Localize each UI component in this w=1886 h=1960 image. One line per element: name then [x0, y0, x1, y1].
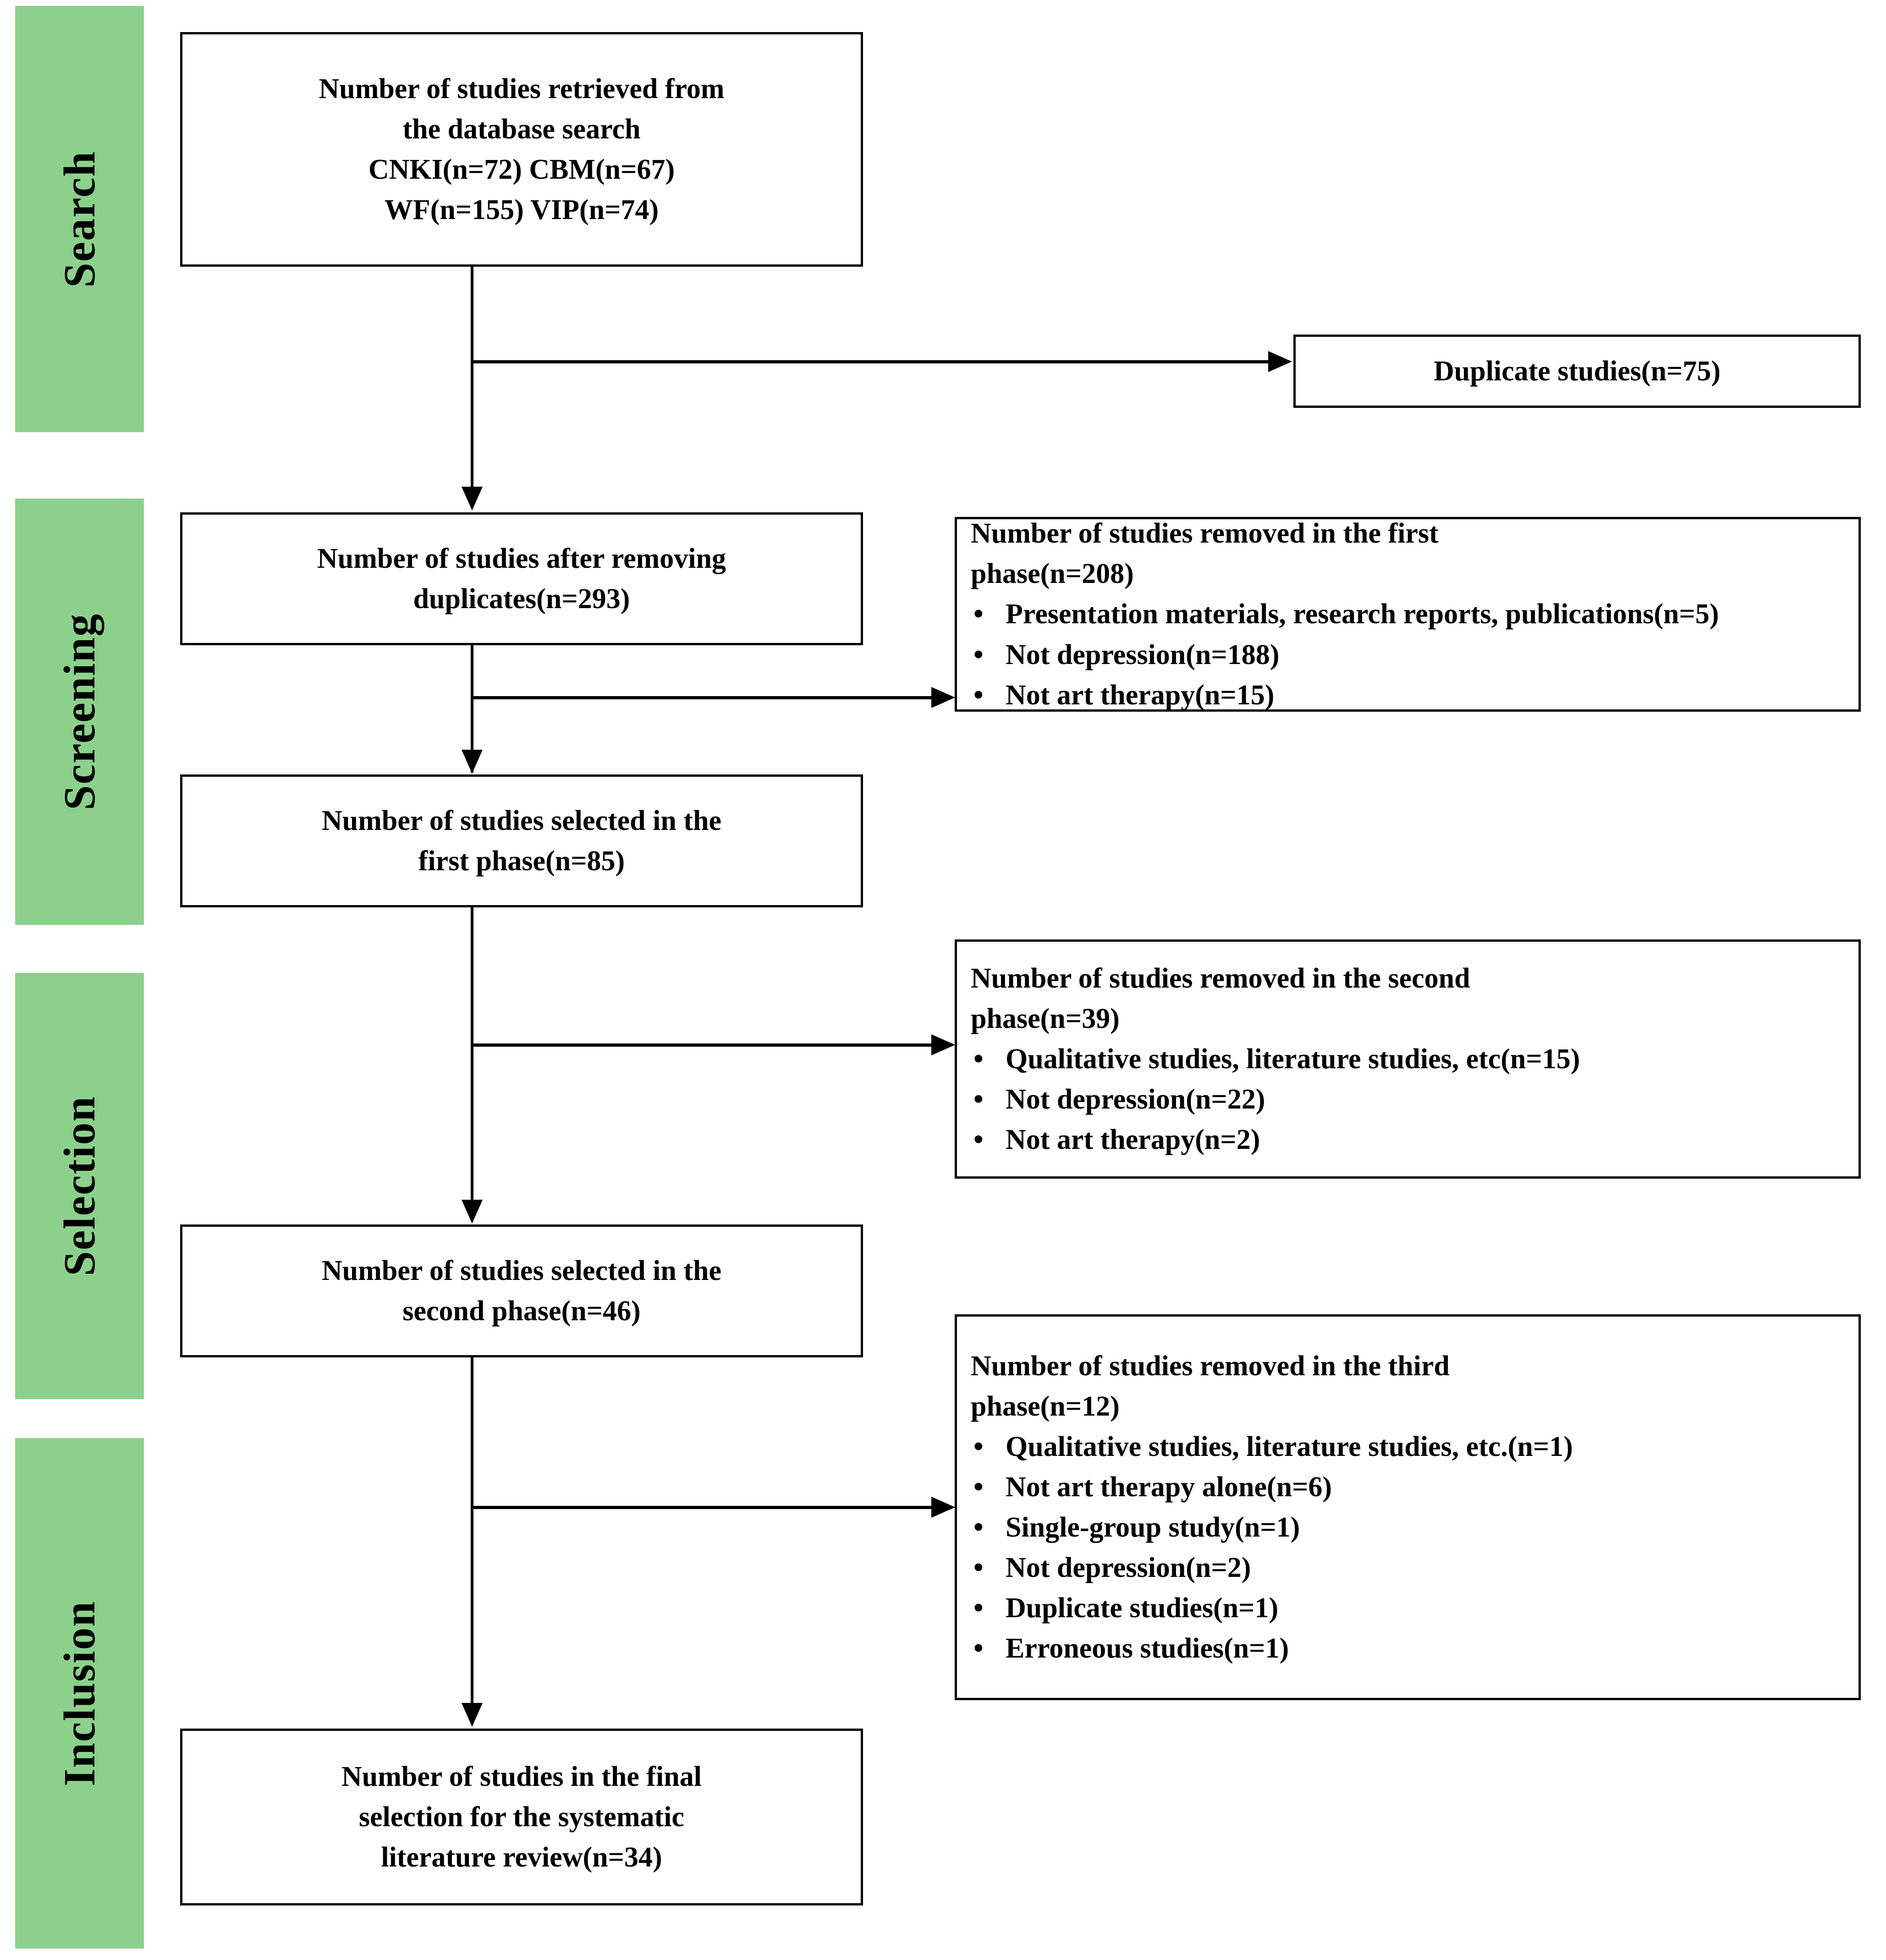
box-studies-identified: Number of studies retrieved from the dat… [180, 32, 863, 267]
connector-excluded-second-branch [471, 1043, 931, 1047]
list-item: Not depression(n=22) [971, 1079, 1845, 1120]
list-item: Not art therapy(n=2) [971, 1120, 1845, 1160]
list-item: Single-group study(n=1) [971, 1507, 1845, 1548]
list-item: Erroneous studies(n=1) [971, 1628, 1845, 1669]
stage-bar-inclusion: Inclusion [15, 1438, 144, 1949]
arrowhead-dedup-branch [1268, 351, 1292, 372]
list-item: Not art therapy alone(n=6) [971, 1467, 1845, 1507]
box-excluded-first-phase: Number of studies removed in the first p… [955, 517, 1861, 715]
list-item: Duplicate studies(n=1) [971, 1588, 1845, 1628]
arrowhead-second-to-final [462, 1703, 483, 1727]
stage-bar-search: Search [15, 6, 144, 432]
stage-label-inclusion: Inclusion [55, 1600, 104, 1786]
connector-excluded-first-branch [471, 696, 931, 699]
connector-dedup-branch [471, 360, 1268, 363]
arrowhead-identified-to-dedup [462, 487, 483, 511]
stage-label-search: Search [55, 150, 104, 288]
box-excluded-first-phase-heading: Number of studies removed in the first p… [971, 518, 1439, 590]
list-item: Presentation materials, research reports… [971, 594, 1845, 634]
box-selected-first-phase-text: Number of studies selected in the first … [322, 805, 721, 877]
stage-bar-screening: Screening [15, 499, 144, 925]
connector-dedup-to-first-phase [471, 645, 473, 773]
connector-first-to-second-phase [471, 907, 473, 1201]
connector-second-to-final [471, 1357, 473, 1704]
box-duplicate-studies-removed-text: Duplicate studies(n=75) [1433, 355, 1721, 387]
box-excluded-third-phase-heading: Number of studies removed in the third p… [971, 1350, 1450, 1422]
list-item: Qualitative studies, literature studies,… [971, 1427, 1845, 1467]
list-item: Not depression(n=2) [971, 1548, 1845, 1588]
arrowhead-first-to-second-phase [462, 1200, 483, 1224]
excluded-first-phase-list: Presentation materials, research reports… [957, 594, 1859, 715]
stage-label-screening: Screening [55, 613, 104, 810]
stage-label-selection: Selection [55, 1096, 104, 1276]
box-selected-second-phase-text: Number of studies selected in the second… [322, 1255, 721, 1327]
excluded-second-phase-list: Qualitative studies, literature studies,… [957, 1039, 1859, 1160]
arrowhead-excluded-third-branch [931, 1497, 955, 1518]
box-duplicate-studies-removed: Duplicate studies(n=75) [1293, 335, 1861, 408]
box-after-removing-duplicates-text: Number of studies after removing duplica… [317, 543, 726, 615]
connector-excluded-third-branch [471, 1506, 931, 1509]
arrowhead-excluded-first-branch [931, 687, 955, 708]
box-final-selection-text: Number of studies in the final selection… [341, 1761, 702, 1873]
box-excluded-second-phase: Number of studies removed in the second … [955, 939, 1861, 1179]
box-excluded-third-phase: Number of studies removed in the third p… [955, 1314, 1861, 1700]
list-item: Not depression(n=188) [971, 635, 1845, 675]
connector-identified-to-dedup [471, 267, 473, 489]
box-after-removing-duplicates: Number of studies after removing duplica… [180, 512, 863, 645]
arrowhead-dedup-to-first-phase [462, 750, 483, 774]
excluded-third-phase-list: Qualitative studies, literature studies,… [957, 1427, 1859, 1669]
box-selected-second-phase: Number of studies selected in the second… [180, 1224, 863, 1357]
stage-bar-selection: Selection [15, 973, 144, 1399]
list-item: Qualitative studies, literature studies,… [971, 1039, 1845, 1079]
arrowhead-excluded-second-branch [931, 1034, 955, 1055]
box-final-selection: Number of studies in the final selection… [180, 1729, 863, 1905]
box-selected-first-phase: Number of studies selected in the first … [180, 774, 863, 907]
box-studies-identified-text: Number of studies retrieved from the dat… [319, 73, 725, 226]
list-item: Not art therapy(n=15) [971, 675, 1845, 715]
box-excluded-second-phase-heading: Number of studies removed in the second … [971, 962, 1470, 1034]
